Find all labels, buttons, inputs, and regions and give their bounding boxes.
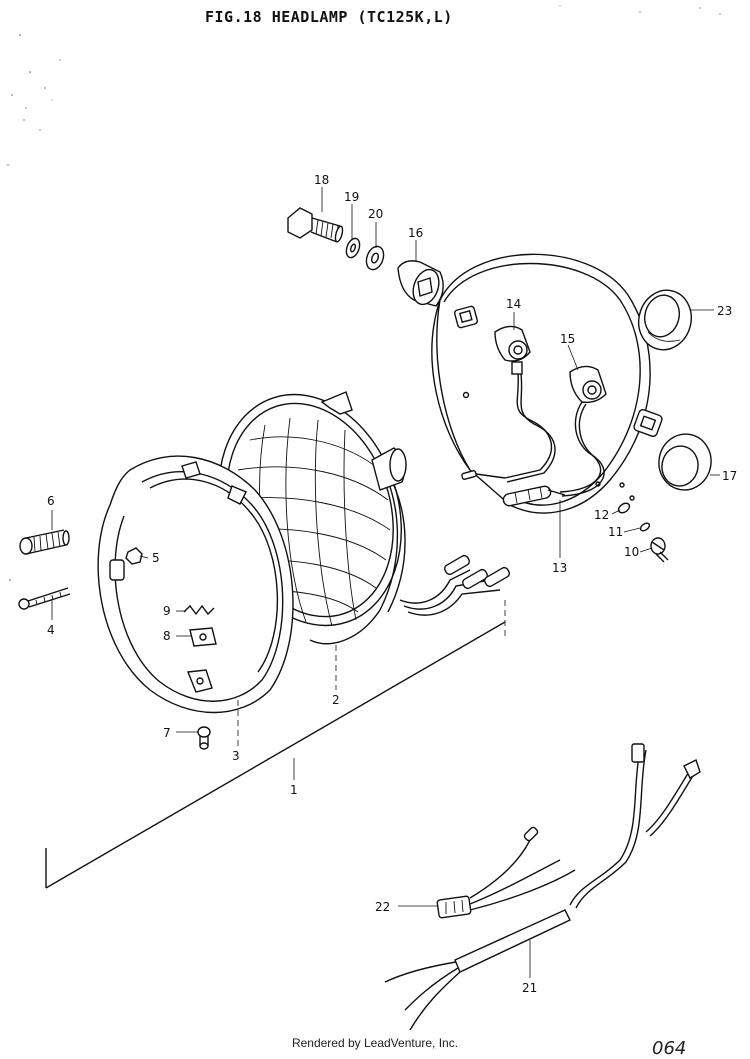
connector-part-22 xyxy=(436,826,576,919)
callout-18: 18 xyxy=(314,173,329,187)
footer-credit: Rendered by LeadVenture, Inc. xyxy=(291,1036,459,1050)
headlamp-rim-part-3 xyxy=(97,455,294,714)
callout-4: 4 xyxy=(47,623,55,637)
callout-1: 1 xyxy=(290,783,298,797)
wiring-harness-part-21 xyxy=(384,743,701,1031)
scan-noise xyxy=(7,5,721,581)
adjusting-screw-part-6 xyxy=(19,529,70,555)
callout-labels: 1 2 3 4 5 6 7 8 9 10 11 12 13 14 15 16 1… xyxy=(47,173,737,995)
grommet-part-23 xyxy=(638,289,692,351)
callout-22: 22 xyxy=(375,900,390,914)
screw-part-10 xyxy=(650,537,669,563)
socket-part-14 xyxy=(494,325,531,375)
callout-17: 17 xyxy=(722,469,737,483)
callout-12: 12 xyxy=(594,508,609,522)
callout-19: 19 xyxy=(344,190,359,204)
nut-part-12 xyxy=(617,502,631,514)
callout-16: 16 xyxy=(408,226,423,240)
callout-23: 23 xyxy=(717,304,732,318)
callout-14: 14 xyxy=(506,297,521,311)
leader-lines xyxy=(51,187,720,978)
callout-10: 10 xyxy=(624,545,639,559)
headlamp-housing-part-13 xyxy=(431,253,663,514)
clip-nut-part-8 xyxy=(189,627,217,647)
callout-21: 21 xyxy=(522,981,537,995)
callout-6: 6 xyxy=(47,494,55,508)
figure-title: FIG.18 HEADLAMP (TC125K,L) xyxy=(205,8,453,26)
callout-15: 15 xyxy=(560,332,575,346)
spring-part-9 xyxy=(183,604,215,616)
screw-part-4 xyxy=(18,587,71,610)
callout-20: 20 xyxy=(368,207,383,221)
lock-washer-part-19 xyxy=(345,237,361,259)
assembly-bracket-part-1 xyxy=(45,600,506,889)
nut-part-5 xyxy=(125,547,143,565)
callout-2: 2 xyxy=(332,693,340,707)
grommet-part-17 xyxy=(658,433,712,491)
housing-wiring xyxy=(461,373,605,507)
washer-part-20 xyxy=(365,245,385,271)
callout-7: 7 xyxy=(163,726,171,740)
socket-part-15 xyxy=(569,365,607,404)
callout-3: 3 xyxy=(232,749,240,763)
bolt-part-18 xyxy=(287,207,344,243)
screw-part-7 xyxy=(197,726,211,750)
callout-8: 8 xyxy=(163,629,171,643)
callout-13: 13 xyxy=(552,561,567,575)
callout-11: 11 xyxy=(608,525,623,539)
callout-9: 9 xyxy=(163,604,171,618)
washer-part-11 xyxy=(639,522,651,532)
cushion-part-16 xyxy=(397,260,444,307)
page-code: 064 xyxy=(652,1038,687,1059)
callout-5: 5 xyxy=(152,551,160,565)
